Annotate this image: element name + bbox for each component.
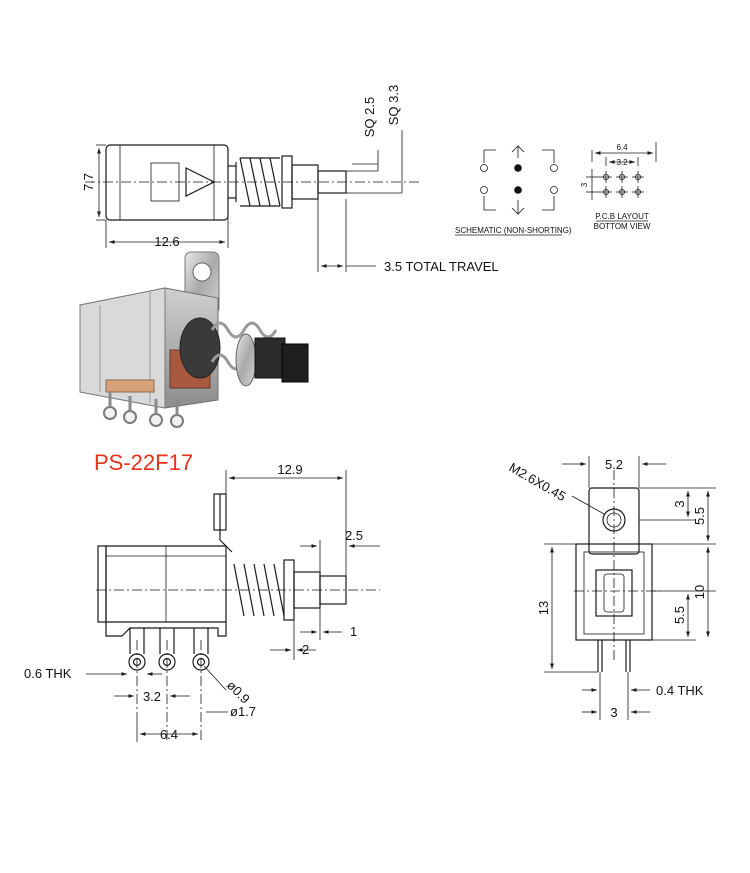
ring-diameter: ø1.7 <box>230 704 256 719</box>
pitch-small-dimension: 3.2 <box>143 689 161 704</box>
housing-outline <box>105 144 229 221</box>
base-insulator <box>105 379 155 393</box>
height-13-dimension: 13 <box>536 601 551 615</box>
overall-length-dimension: 12.9 <box>277 462 302 477</box>
pcb-row-spacing: 3 <box>580 182 589 187</box>
pcb-label-line1: P.C.B LAYOUT <box>595 212 649 221</box>
photo-button <box>281 343 309 383</box>
sq-large-dimension: SQ 3.3 <box>386 85 401 125</box>
schematic-label: SCHEMATIC (NON-SHORTING) <box>455 226 572 235</box>
contact-terminal <box>480 164 488 172</box>
height-dimension: 7.7 <box>81 173 96 191</box>
pitch-large-dimension: 6.4 <box>160 727 178 742</box>
schematic-symbol: SCHEMATIC (NON-SHORTING) <box>455 145 572 236</box>
button-length-dimension: 2.5 <box>345 528 363 543</box>
pin-spacing-dimension: 3 <box>610 705 617 720</box>
length-dimension: 12.6 <box>154 234 179 249</box>
pcb-width-inner: 3.2 <box>616 158 628 167</box>
thickness-dimension: 0.6 THK <box>24 666 72 681</box>
dimension-2: 2 <box>302 642 309 657</box>
front-pins <box>597 640 631 672</box>
side-view: 12.9 2.5 1 2 0.6 THK 3.2 6.4 ø0.9 ø1.7 <box>24 462 380 742</box>
pcb-label-line2: BOTTOM VIEW <box>594 222 651 231</box>
product-photo <box>79 251 309 428</box>
dimension-1: 1 <box>350 624 357 639</box>
hole-diameter: ø0.9 <box>224 678 253 707</box>
common-terminal <box>514 164 522 172</box>
dimension-5-5-bottom: 5.5 <box>672 606 687 624</box>
bracket-width-dimension: 5.2 <box>605 457 623 472</box>
photo-spring <box>210 321 278 339</box>
total-travel-dimension: 3.5 TOTAL TRAVEL <box>384 259 499 274</box>
height-10-dimension: 10 <box>692 585 707 599</box>
top-view: 7.7 12.6 SQ 2.5 SQ 3.3 3.5 TOTAL TRAVEL <box>81 85 499 274</box>
model-number: PS-22F17 <box>94 450 193 475</box>
contact-terminal <box>550 164 558 172</box>
sq-small-dimension: SQ 2.5 <box>362 97 377 137</box>
contact-terminal <box>550 186 558 194</box>
dimension-3: 3 <box>672 500 687 507</box>
common-terminal <box>514 186 522 194</box>
screw-size: M2.6X0.45 <box>507 460 569 504</box>
contact-terminal <box>480 186 488 194</box>
pin-thickness-dimension: 0.4 THK <box>656 683 704 698</box>
pcb-layout: 6.4 3.2 3 P.C.B LAYOUT BOTTOM VIEW <box>580 142 657 231</box>
dimension-5-5-top: 5.5 <box>692 507 707 525</box>
slider-triangle <box>185 167 216 197</box>
front-view: 5.2 M2.6X0.45 3 5.5 10 5.5 13 0.4 THK 3 <box>507 456 716 720</box>
pcb-width-outer: 6.4 <box>616 143 628 152</box>
